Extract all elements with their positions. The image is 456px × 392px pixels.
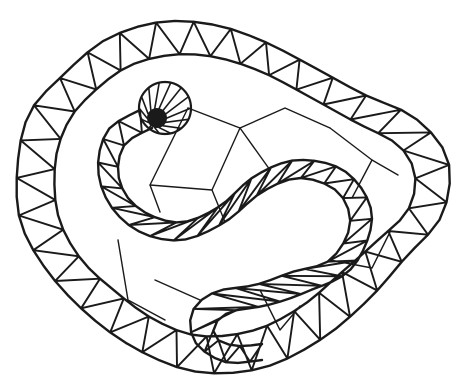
rosette-spoke: [155, 83, 159, 109]
rosette-spoke: [166, 119, 188, 122]
net-line: [188, 108, 270, 170]
spiral-center-rosette: [139, 82, 191, 134]
inner-band-zigzag: [98, 110, 372, 362]
rosette-spoke: [163, 88, 181, 111]
net-line: [240, 108, 330, 128]
rosette-spoke: [149, 88, 151, 111]
rosette-spoke: [142, 97, 148, 114]
rosette-spoke: [159, 128, 171, 134]
net-line: [118, 240, 165, 320]
net-line: [155, 280, 200, 300]
inner-band-edge-a: [98, 110, 350, 363]
inner-spiral-zigzag-band: [98, 110, 372, 363]
rosette-core: [147, 108, 167, 128]
rosette-spoke: [159, 83, 171, 109]
